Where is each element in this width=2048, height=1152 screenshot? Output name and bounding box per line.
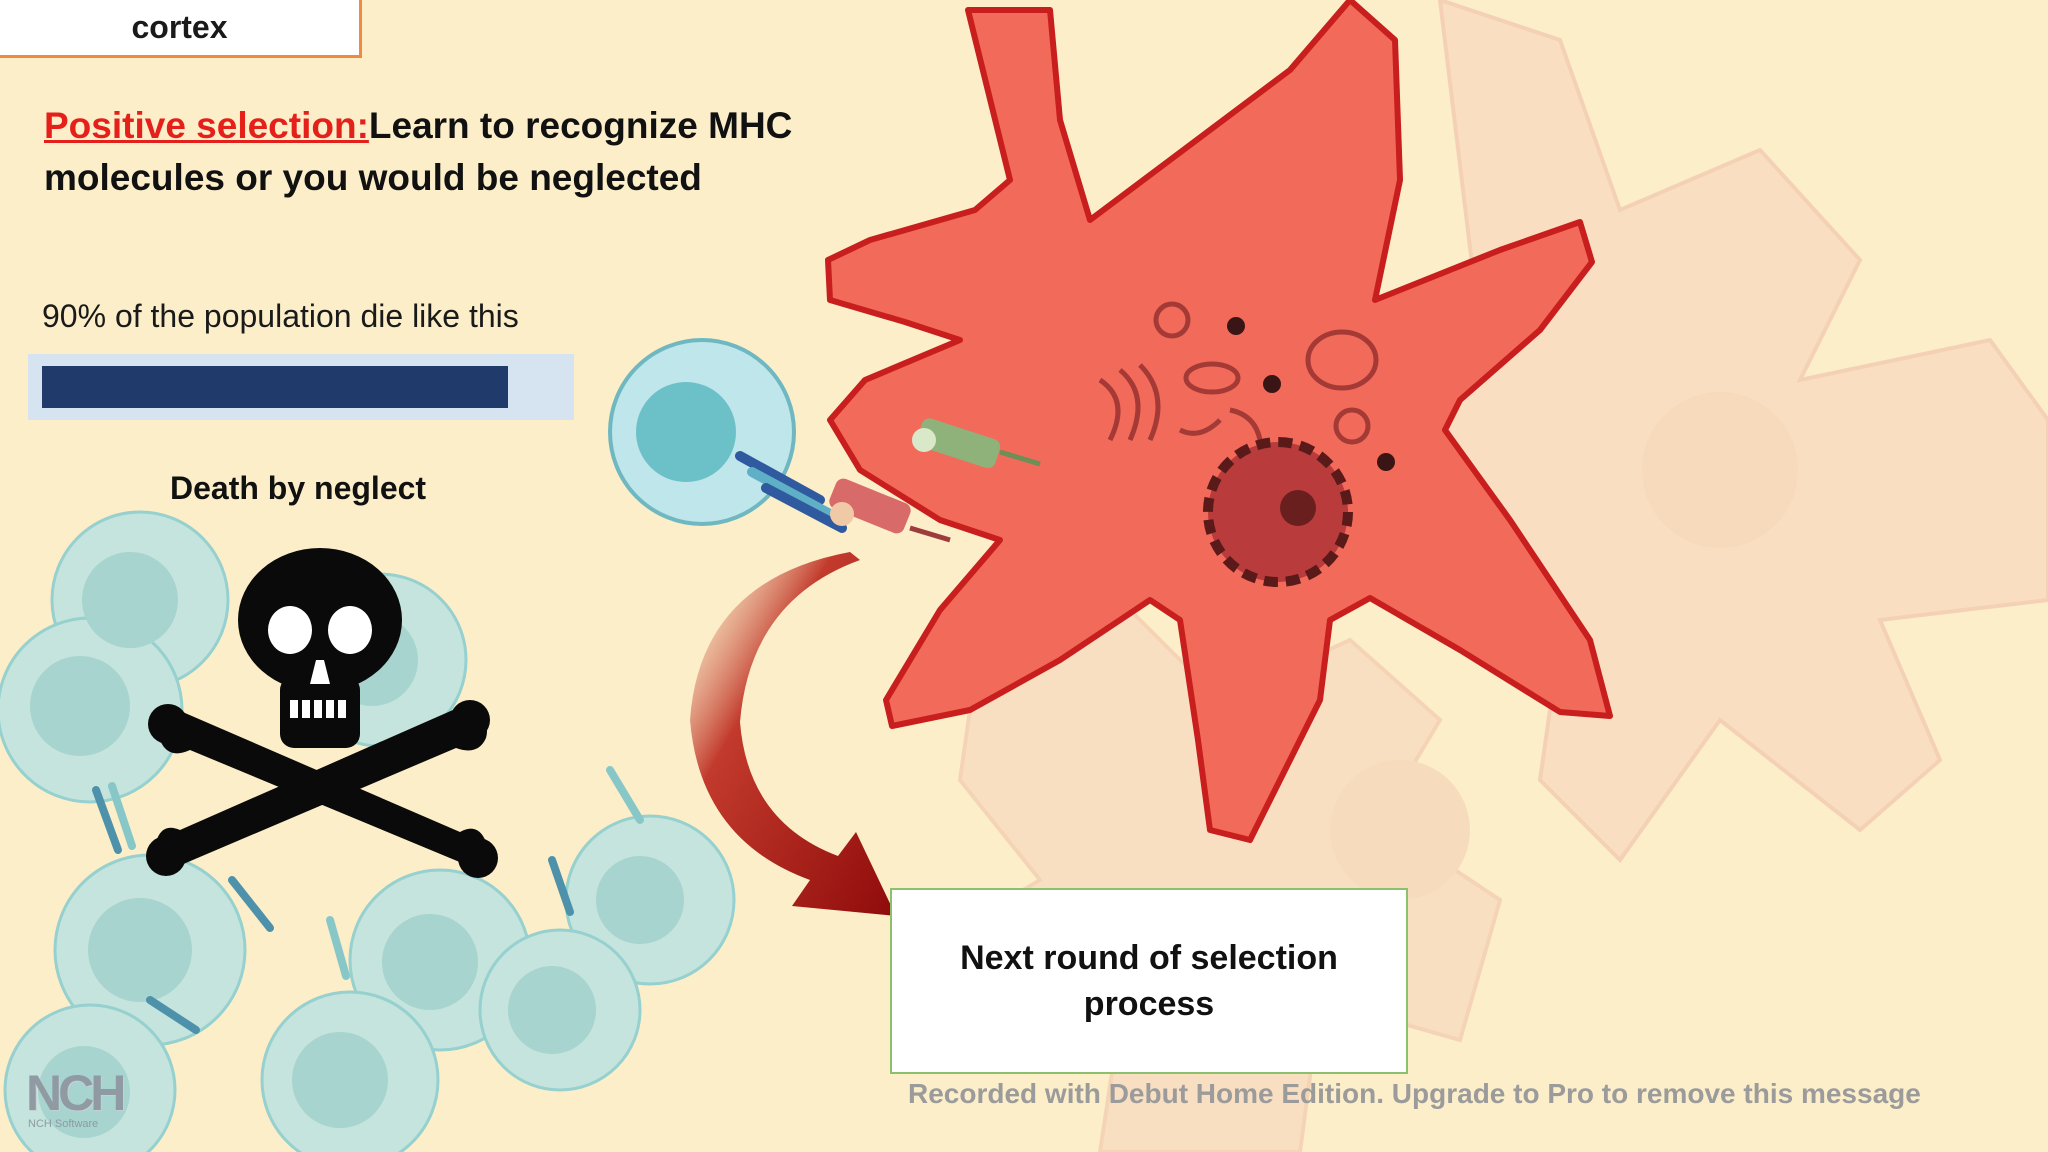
logo-subtitle: NCH Software <box>28 1118 99 1130</box>
recording-watermark: Recorded with Debut Home Edition. Upgrad… <box>908 1078 1921 1109</box>
skull-crossbones-icon <box>146 548 498 878</box>
organelles <box>1098 301 1379 445</box>
t-cell-receptor-binding <box>608 338 1041 543</box>
curved-arrow-icon <box>690 552 896 916</box>
slide-heading: Positive selection:Learn to recognize MH… <box>44 100 824 204</box>
cell-nucleus <box>1203 437 1353 587</box>
heading-term: Positive selection: <box>44 105 369 146</box>
logo-mark: NCH <box>26 1065 126 1121</box>
region-label: cortex <box>0 0 362 58</box>
dendritic-cell <box>825 0 1613 843</box>
faded-dendritic-cell-right <box>1376 0 2048 864</box>
next-round-box: Next round of selection process <box>890 888 1408 1074</box>
death-caption: Death by neglect <box>170 470 427 506</box>
nch-logo: NCH NCH Software <box>26 1068 126 1134</box>
population-progress-bar <box>28 354 574 420</box>
heading-rest: Learn to recognize MHC molecules or you … <box>44 105 793 198</box>
population-progress-fill <box>42 366 508 408</box>
population-stat-text: 90% of the population die like this <box>42 298 519 334</box>
